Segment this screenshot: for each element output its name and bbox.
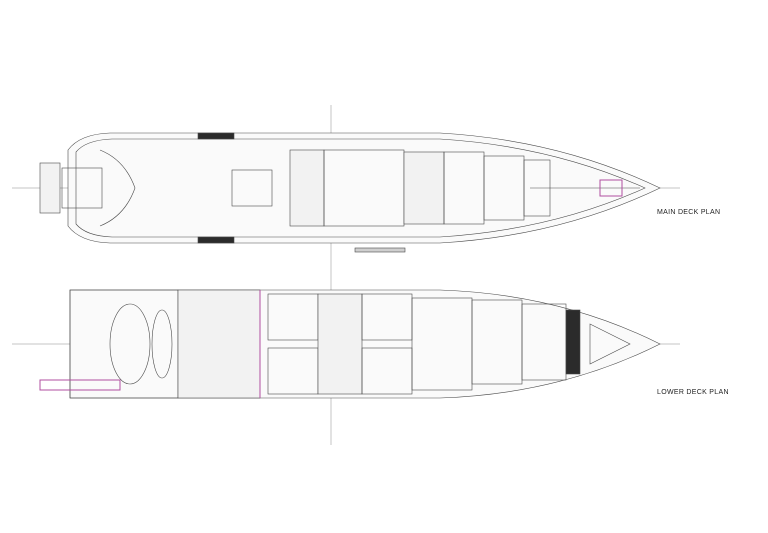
galley (403, 151, 445, 225)
main-deck-plan-label: MAIN DECK PLAN (657, 209, 721, 216)
main-deck-plan (39, 132, 661, 253)
lower-lobby (317, 293, 363, 395)
engine-room (177, 289, 261, 399)
forepeak (589, 323, 631, 365)
main-deck-window-starboard (197, 236, 235, 244)
aft-deck-area (61, 167, 103, 209)
lower-deck-plan-label: LOWER DECK PLAN (657, 389, 729, 396)
main-deck-window-port (197, 132, 235, 140)
jet-ski (151, 309, 173, 379)
main-deck-note-label (354, 247, 406, 253)
swim-platform (39, 162, 61, 214)
main-deck-inner-hull (75, 138, 646, 238)
salon-seating (231, 169, 273, 207)
main-deck-hull (67, 132, 661, 244)
anchor-windlass (599, 179, 623, 197)
tender-boat (109, 303, 151, 385)
lower-deck-plan (39, 289, 661, 399)
aft-stairs (99, 149, 136, 227)
main-salon (289, 149, 325, 227)
collision-bulkhead (565, 309, 581, 375)
garage-ramp (39, 379, 121, 391)
